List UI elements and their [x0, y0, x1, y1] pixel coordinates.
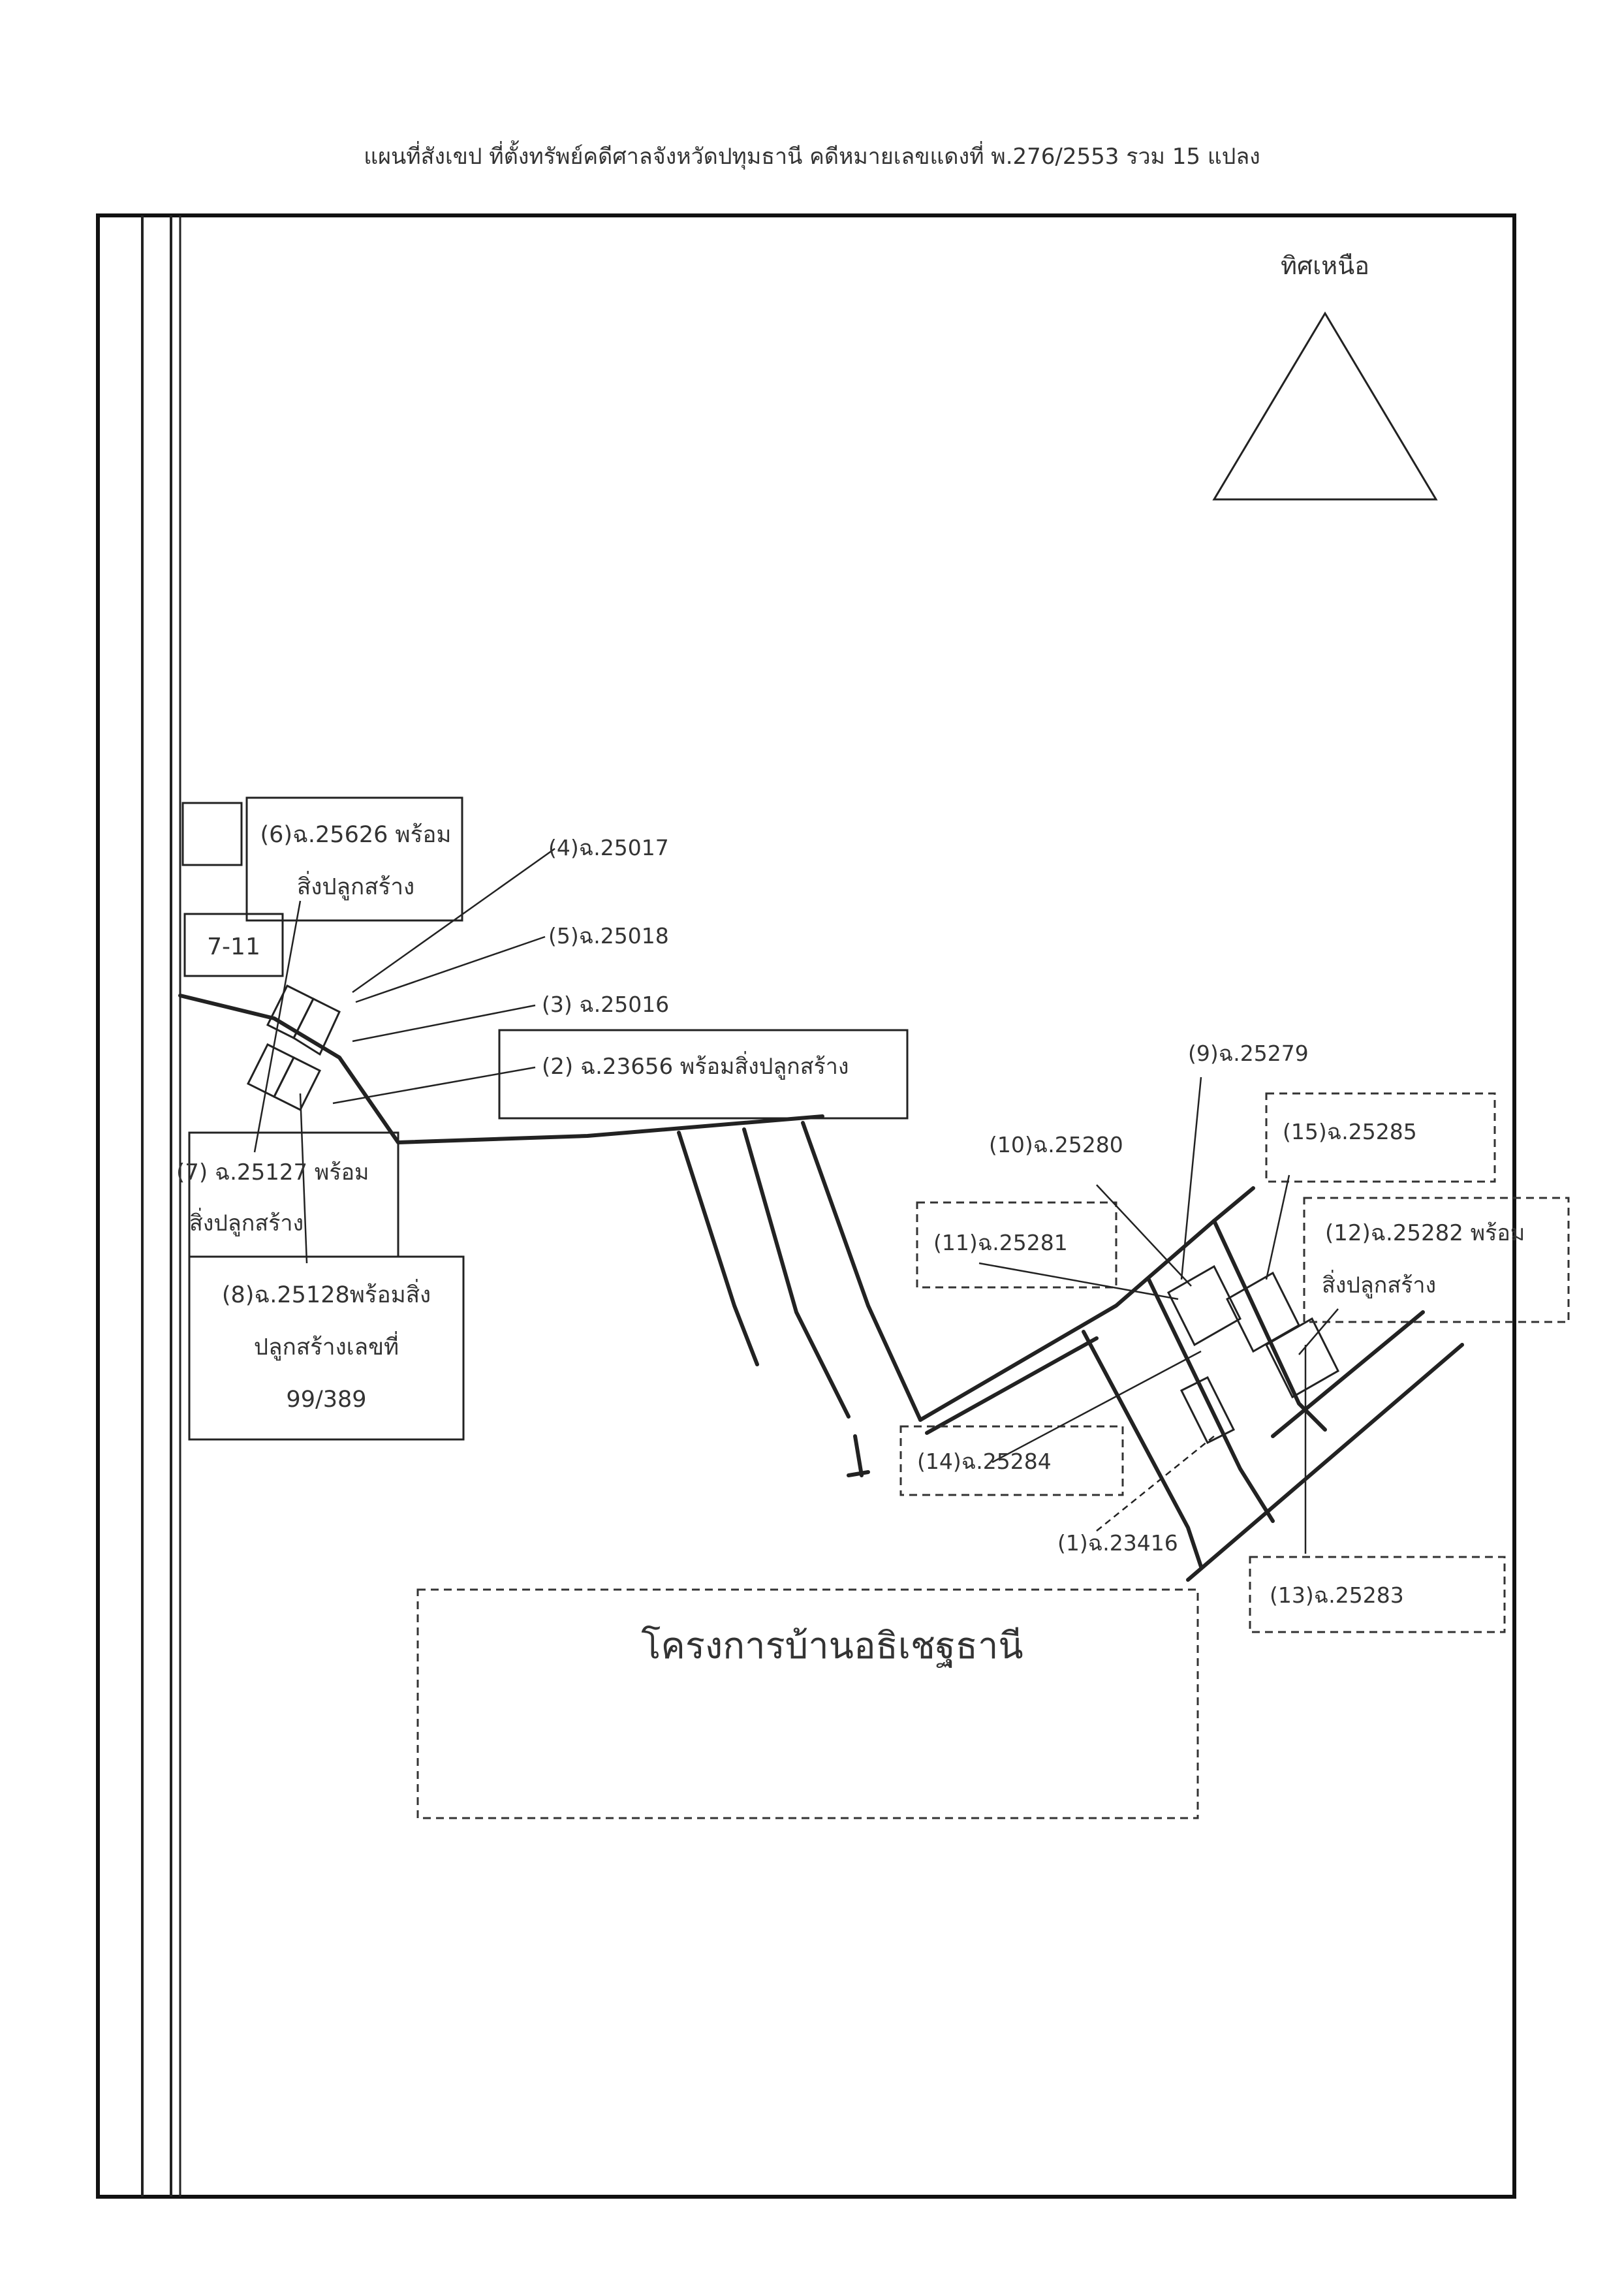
label-p6-line1: (6)ฉ.25626 พร้อม — [260, 822, 452, 848]
north-arrow-icon — [1212, 311, 1438, 501]
label-box-store — [183, 913, 284, 977]
label-p6-line2: สิ่งปลูกสร้าง — [297, 871, 414, 900]
label-p2: (2) ฉ.23656 พร้อมสิ่งปลูกสร้าง — [542, 1051, 849, 1080]
label-box-p13 — [1249, 1556, 1506, 1633]
label-p7-line2: สิ่งปลูกสร้าง — [189, 1208, 304, 1236]
label-box-p6 — [245, 796, 463, 922]
label-box-p14 — [899, 1425, 1124, 1496]
map-frame — [96, 213, 1516, 2199]
access-roads — [178, 994, 1464, 1582]
main-road — [141, 215, 181, 2197]
label-p8-line2: ปลูกสร้างเลขที่ — [254, 1331, 399, 1360]
label-p15: (15)ฉ.25285 — [1283, 1119, 1417, 1144]
label-p11: (11)ฉ.25281 — [933, 1230, 1068, 1255]
label-p9: (9)ฉ.25279 — [1188, 1041, 1309, 1066]
label-p8-line3: 99/389 — [286, 1387, 366, 1413]
label-box-p15 — [1265, 1092, 1496, 1183]
label-p10: (10)ฉ.25280 — [989, 1132, 1123, 1157]
label-p3: (3) ฉ.25016 — [542, 992, 669, 1017]
label-p12-line2: สิ่งปลูกสร้าง — [1322, 1270, 1436, 1298]
label-box-project — [416, 1588, 1199, 1819]
label-box-p7 — [188, 1131, 399, 1258]
parcel-blocks-east — [1167, 1265, 1339, 1445]
label-p12-line1: (12)ฉ.25282 พร้อม — [1325, 1220, 1525, 1246]
label-box-p8 — [188, 1255, 465, 1441]
label-p5: (5)ฉ.25018 — [548, 923, 669, 949]
page-title: แผนที่สังเขป ที่ตั้งทรัพย์คดีศาลจังหวัดป… — [364, 144, 1260, 170]
label-store: 7-11 — [207, 934, 260, 960]
label-p14: (14)ฉ.25284 — [917, 1449, 1052, 1474]
label-project: โครงการบ้านอธิเชฐธานี — [641, 1625, 1023, 1667]
label-p7-line1: (7) ฉ.25127 พร้อม — [176, 1159, 369, 1186]
parcel-blocks-west — [181, 802, 341, 1112]
label-p1: (1)ฉ.23416 — [1057, 1530, 1178, 1556]
north-label: ทิศเหนือ — [1281, 251, 1369, 280]
label-p8-line1: (8)ฉ.25128พร้อมสิ่ง — [222, 1279, 431, 1308]
label-box-p12 — [1303, 1197, 1570, 1323]
leader-lines — [253, 847, 1339, 1554]
label-p4: (4)ฉ.25017 — [548, 835, 669, 860]
label-p13: (13)ฉ.25283 — [1270, 1582, 1404, 1608]
label-box-p11 — [916, 1201, 1117, 1289]
